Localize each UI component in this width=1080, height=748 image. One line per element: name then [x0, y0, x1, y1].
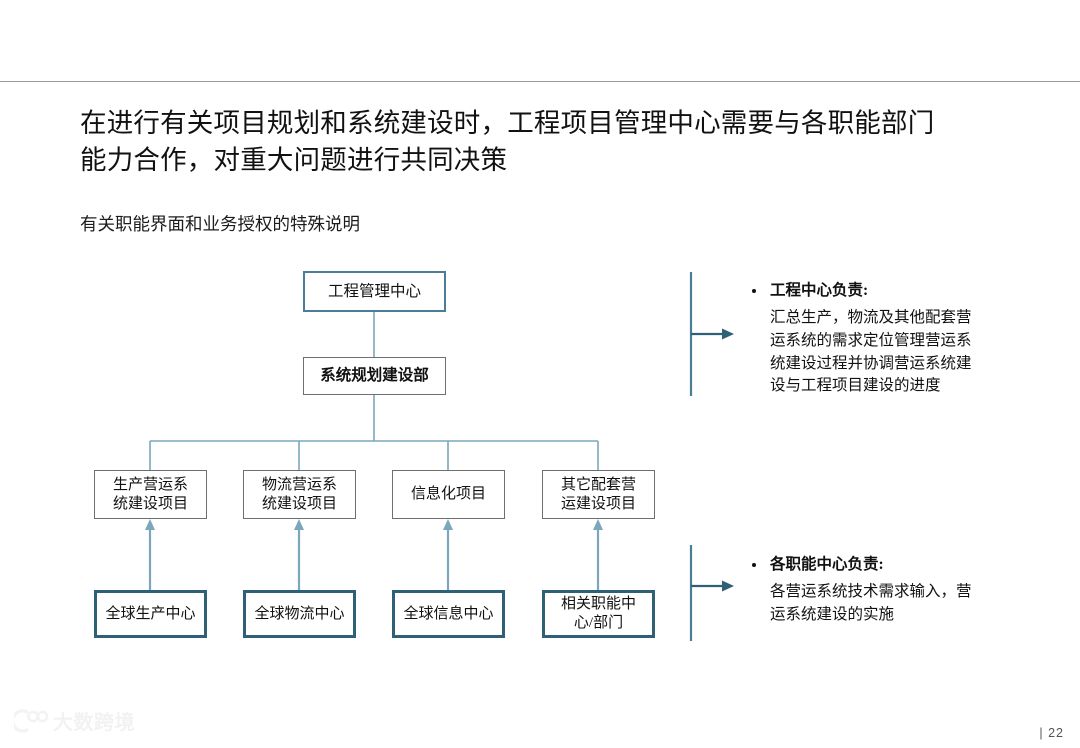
node-label: 相关职能中 心/部门	[560, 596, 636, 631]
node-project-production-operations[interactable]: 生产营运系 统建设项目	[94, 470, 207, 519]
annotation-heading: 工程中心负责:	[748, 281, 1048, 301]
bracket-annotation-2	[689, 545, 734, 641]
node-global-logistics-center[interactable]: 全球物流中心	[243, 590, 356, 638]
node-global-information-center[interactable]: 全球信息中心	[392, 590, 505, 638]
node-system-planning-department[interactable]: 系统规划建设部	[303, 357, 446, 395]
node-project-logistics-operations[interactable]: 物流营运系 统建设项目	[243, 470, 356, 519]
watermark: 大数跨境	[14, 706, 135, 735]
annotation-heading-text: 各职能中心负责:	[770, 556, 884, 573]
node-related-functional-center[interactable]: 相关职能中 心/部门	[542, 590, 655, 638]
node-label: 系统规划建设部	[320, 367, 429, 385]
bullet-icon	[752, 563, 756, 567]
face-logo-icon	[14, 708, 48, 733]
node-label: 全球生产中心	[105, 605, 196, 622]
header-divider	[0, 81, 1080, 82]
node-project-other-supporting-operations[interactable]: 其它配套营 运建设项目	[542, 470, 655, 519]
bracket-annotation-1	[689, 272, 734, 396]
node-label: 其它配套营 运建设项目	[560, 476, 636, 512]
node-label: 全球物流中心	[254, 605, 345, 622]
node-label: 生产营运系 统建设项目	[112, 476, 188, 512]
annotation-body: 汇总生产，物流及其他配套营 运系统的需求定位管理营运系 统建设过程并协调营运系统…	[770, 309, 972, 395]
page-subtitle: 有关职能界面和业务授权的特殊说明	[80, 214, 360, 234]
annotation-body: 各营运系统技术需求输入，营 运系统建设的实施	[770, 583, 972, 623]
node-label: 工程管理中心	[327, 282, 421, 300]
node-global-production-center[interactable]: 全球生产中心	[94, 590, 207, 638]
watermark-text: 大数跨境	[53, 712, 135, 734]
node-engineering-management-center[interactable]: 工程管理中心	[303, 271, 446, 312]
page-number: | 22	[1039, 726, 1064, 740]
annotation-functional-centers: 各职能中心负责: 各营运系统技术需求输入，营 运系统建设的实施	[748, 555, 1048, 627]
annotation-engineering-center: 工程中心负责: 汇总生产，物流及其他配套营 运系统的需求定位管理营运系 统建设过…	[748, 281, 1048, 398]
node-project-informatization[interactable]: 信息化项目	[392, 470, 505, 519]
node-label: 物流营运系 统建设项目	[261, 476, 337, 512]
node-label: 信息化项目	[410, 486, 486, 503]
page-title: 在进行有关项目规划和系统建设时，工程项目管理中心需要与各职能部门 能力合作，对重…	[80, 108, 935, 175]
bullet-icon	[752, 289, 756, 293]
annotation-heading: 各职能中心负责:	[748, 555, 1048, 575]
arrow-heads-up	[145, 519, 603, 530]
node-label: 全球信息中心	[403, 605, 494, 622]
annotation-heading-text: 工程中心负责:	[770, 282, 869, 299]
